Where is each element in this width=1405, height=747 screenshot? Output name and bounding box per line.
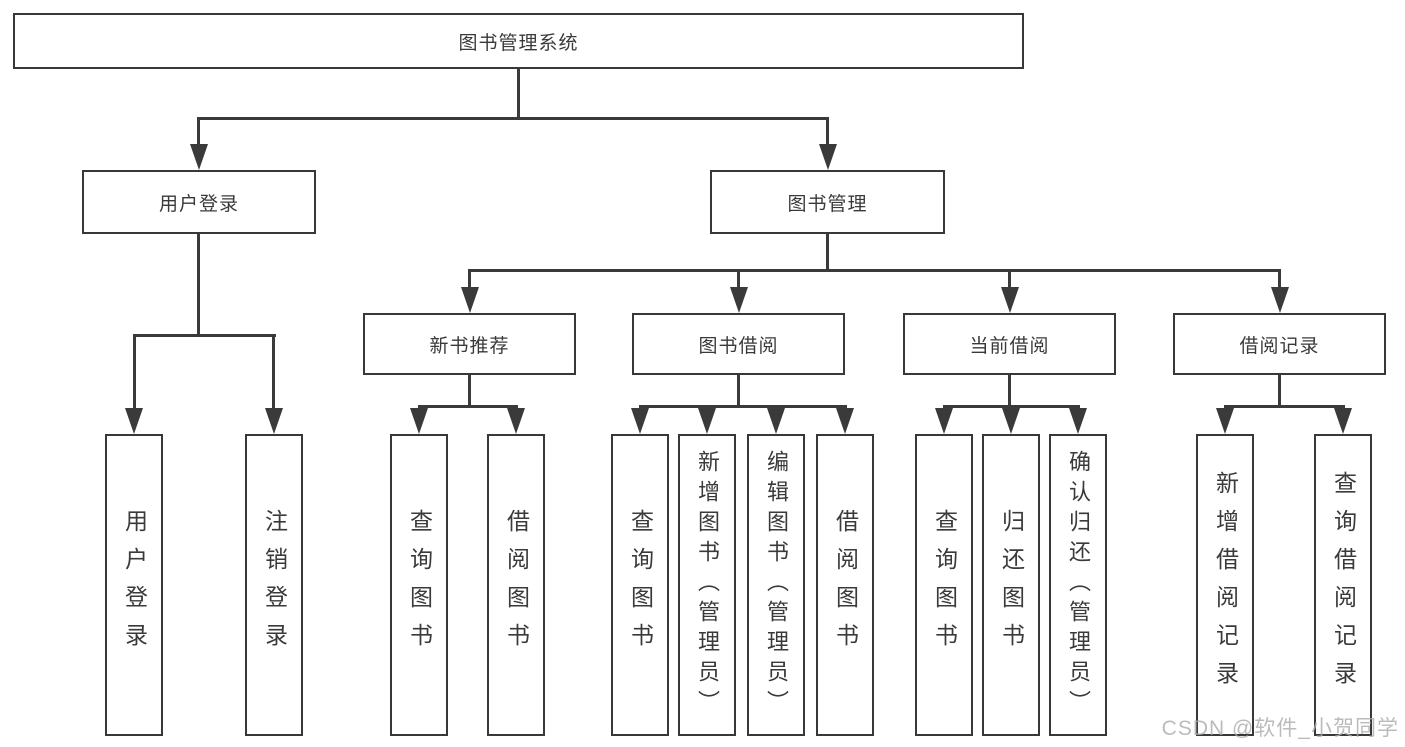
connector-userlogin-split xyxy=(133,334,276,337)
leaf-label: 注销登录 xyxy=(261,509,288,661)
node-label: 图书借阅 xyxy=(698,335,779,357)
leaf-query-books-3: 查询图书 xyxy=(915,434,973,736)
node-root-library-system: 图书管理系统 xyxy=(13,13,1024,69)
leaf-query-books-2: 查询图书 xyxy=(611,434,669,736)
arrow-down-icon xyxy=(1069,408,1087,434)
arrow-down-icon xyxy=(125,408,143,434)
node-label: 当前借阅 xyxy=(969,335,1050,357)
leaf-label: 新增图书（管理员） xyxy=(695,450,720,720)
node-current-borrow: 当前借阅 xyxy=(903,313,1116,375)
node-label: 图书管理 xyxy=(787,193,868,215)
arrow-down-icon xyxy=(698,408,716,434)
arrow-down-icon xyxy=(265,408,283,434)
arrow-down-icon xyxy=(1334,408,1352,434)
leaf-query-books-1: 查询图书 xyxy=(390,434,448,736)
leaf-logout: 注销登录 xyxy=(245,434,303,736)
arrow-down-icon xyxy=(935,408,953,434)
arrow-down-icon xyxy=(410,408,428,434)
leaf-label: 查询图书 xyxy=(931,509,958,661)
leaf-user-login: 用户登录 xyxy=(105,434,163,736)
leaf-confirm-return-admin: 确认归还（管理员） xyxy=(1049,434,1107,736)
connector-userlogin-stem xyxy=(197,232,200,337)
leaf-add-borrow-record: 新增借阅记录 xyxy=(1196,434,1254,736)
leaf-return-book: 归还图书 xyxy=(982,434,1040,736)
csdn-watermark: CSDN @软件_小贺同学 xyxy=(1161,717,1399,740)
leaf-label: 编辑图书（管理员） xyxy=(764,450,789,720)
connector-drop xyxy=(468,270,471,290)
arrow-down-icon xyxy=(1216,408,1234,434)
arrow-down-icon xyxy=(507,408,525,434)
arrow-down-icon xyxy=(631,408,649,434)
arrow-down-icon xyxy=(190,144,208,170)
leaf-label: 借阅图书 xyxy=(503,509,530,661)
connector-drop xyxy=(272,335,275,410)
connector-root-stem xyxy=(517,67,520,119)
arrow-down-icon xyxy=(461,287,479,313)
node-label: 借阅记录 xyxy=(1239,335,1320,357)
leaf-label: 借阅图书 xyxy=(832,509,859,661)
connector-bookmgmt-split xyxy=(468,269,1281,272)
leaf-add-book-admin: 新增图书（管理员） xyxy=(678,434,736,736)
node-label: 新书推荐 xyxy=(429,335,510,357)
connector-drop xyxy=(737,270,740,290)
arrow-down-icon xyxy=(836,408,854,434)
connector-drop xyxy=(826,118,829,147)
node-label: 图书管理系统 xyxy=(458,32,579,54)
arrow-down-icon xyxy=(730,287,748,313)
leaf-label: 确认归还（管理员） xyxy=(1066,450,1091,720)
leaf-borrow-books-2: 借阅图书 xyxy=(816,434,874,736)
connector-split xyxy=(639,405,847,408)
leaf-label: 查询图书 xyxy=(406,509,433,661)
connector-drop xyxy=(133,335,136,410)
leaf-label: 查询图书 xyxy=(627,509,654,661)
node-book-borrow: 图书借阅 xyxy=(632,313,845,375)
leaf-edit-book-admin: 编辑图书（管理员） xyxy=(747,434,805,736)
connector-stem xyxy=(468,374,471,408)
node-borrow-records: 借阅记录 xyxy=(1173,313,1386,375)
connector-bookmgmt-stem xyxy=(826,232,829,272)
leaf-label: 查询借阅记录 xyxy=(1330,471,1357,699)
arrow-down-icon xyxy=(1271,287,1289,313)
connector-drop xyxy=(1278,270,1281,290)
connector-root-split xyxy=(197,117,829,120)
leaf-label: 归还图书 xyxy=(998,509,1025,661)
connector-stem xyxy=(1278,374,1281,408)
connector-stem xyxy=(737,374,740,408)
leaf-query-borrow-record: 查询借阅记录 xyxy=(1314,434,1372,736)
connector-split xyxy=(1224,405,1345,408)
arrow-down-icon xyxy=(819,144,837,170)
leaf-label: 新增借阅记录 xyxy=(1212,471,1239,699)
connector-drop xyxy=(1008,270,1011,290)
node-label: 用户登录 xyxy=(158,193,239,215)
connector-split xyxy=(418,405,518,408)
connector-split xyxy=(943,405,1080,408)
node-new-book-recommend: 新书推荐 xyxy=(363,313,576,375)
node-book-management: 图书管理 xyxy=(710,170,945,234)
connector-drop xyxy=(197,118,200,147)
arrow-down-icon xyxy=(767,408,785,434)
connector-stem xyxy=(1008,374,1011,408)
node-user-login: 用户登录 xyxy=(82,170,316,234)
arrow-down-icon xyxy=(1001,287,1019,313)
arrow-down-icon xyxy=(1002,408,1020,434)
leaf-label: 用户登录 xyxy=(121,509,148,661)
leaf-borrow-books-1: 借阅图书 xyxy=(487,434,545,736)
